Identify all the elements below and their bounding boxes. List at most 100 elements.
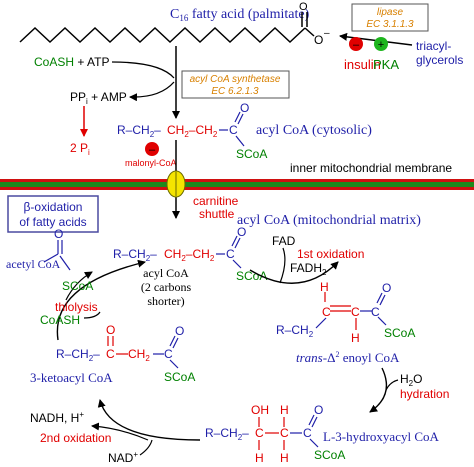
- svg-text:O: O: [175, 324, 184, 338]
- svg-text:C: C: [322, 305, 331, 319]
- carnitine-shuttle-label-2: shuttle: [199, 207, 235, 221]
- svg-text:CH2–CH2: CH2–CH2: [167, 123, 218, 139]
- malonyl-coa-inhibit-sign: –: [149, 144, 156, 156]
- svg-text:O: O: [54, 227, 63, 241]
- svg-text:SCoA: SCoA: [62, 279, 93, 293]
- nadh-label: NADH, H+: [30, 410, 84, 425]
- svg-text:C: C: [280, 426, 289, 440]
- insulin-inhibit-icon: [349, 37, 363, 51]
- synthetase-box: [181, 70, 290, 99]
- triacylglycerols-label-1: triacyl-: [416, 39, 451, 53]
- svg-text:SCoA: SCoA: [314, 448, 345, 462]
- svg-text:SCoA: SCoA: [236, 147, 267, 161]
- svg-text:C: C: [106, 347, 115, 361]
- carboxyl-oxygen-top: O: [299, 1, 308, 13]
- svg-text:O: O: [382, 281, 391, 295]
- insulin-label: insulin: [344, 57, 381, 72]
- enoyl-coa-label: trans-Δ2 enoyl CoA: [296, 350, 400, 365]
- pka-label: PKA: [373, 57, 399, 72]
- svg-text:R–CH2–: R–CH2–: [117, 123, 161, 139]
- carboxyl-single-bond: [304, 27, 315, 37]
- svg-text:CH2: CH2: [128, 347, 150, 363]
- svg-text:SCoA: SCoA: [236, 269, 267, 283]
- fadh2-label: FADH2: [290, 261, 327, 277]
- palmitate-zigzag-chain: [19, 26, 306, 44]
- two-pi-label: 2 Pi: [70, 141, 90, 157]
- thiolysis-arrow: [56, 259, 146, 341]
- membrane-label: inner mitochondrial membrane: [290, 161, 452, 175]
- hydroxyacyl-coa-label: L-3-hydroxyacyl CoA: [323, 429, 440, 444]
- insulin-inhibit-sign: –: [353, 39, 360, 51]
- acyl-coa-cytosolic-label: acyl CoA (cytosolic): [256, 123, 372, 138]
- carboxylate-charge: –: [324, 28, 330, 39]
- malonyl-coa-label: malonyl-CoA: [125, 158, 177, 168]
- carnitine-shuttle-label-1: carnitine: [193, 194, 239, 208]
- svg-text:H: H: [320, 280, 329, 294]
- synthetase-label: acyl CoA synthetase: [190, 74, 281, 85]
- nad-label: NAD+: [108, 450, 138, 465]
- beta-oxidation-title-2: of fatty acids: [19, 215, 86, 229]
- thiolysis-label: thiolysis: [55, 300, 98, 314]
- ketoacyl-coa-label: 3-ketoacyl CoA: [30, 370, 113, 385]
- carboxylate-oxygen: O: [314, 33, 323, 47]
- svg-text:H: H: [351, 331, 360, 345]
- svg-text:H: H: [280, 403, 289, 417]
- acyl-coa-shorter-3: shorter): [147, 294, 184, 308]
- second-oxidation-label: 2nd oxidation: [40, 431, 111, 445]
- coash-label: CoASH: [40, 313, 80, 327]
- acetyl-coa-label: acetyl CoA: [6, 257, 61, 271]
- acyl-coa-matrix-label: acyl CoA (mitochondrial matrix): [237, 213, 421, 228]
- lipase-ec: EC 3.1.1.3: [366, 19, 414, 30]
- ppi-amp-output-arrow: [129, 81, 175, 102]
- fad-label: FAD: [272, 234, 296, 248]
- triacylglycerols-label-2: glycerols: [416, 53, 463, 67]
- svg-text:C: C: [303, 426, 312, 440]
- svg-text:C: C: [226, 247, 235, 261]
- fad-input-arrow: [279, 247, 286, 284]
- pka-activate-sign: +: [378, 39, 384, 51]
- svg-text:C: C: [351, 305, 360, 319]
- svg-text:R–CH2–: R–CH2–: [205, 426, 249, 442]
- nad-input-arrow: [139, 439, 153, 456]
- enoyl-coa-structure: R–CH2 C H C H C O SCoA: [276, 280, 415, 345]
- h2o-input-arrow: [385, 379, 399, 391]
- palmitate-label: C16 fatty acid (palmitate): [170, 7, 310, 23]
- lipase-label: lipase: [377, 7, 404, 18]
- nadh-output-arrow: [91, 422, 149, 441]
- acyl-coa-matrix-structure: R–CH2– CH2–CH2 C O SCoA: [113, 225, 267, 283]
- acyl-coa-shorter-2: (2 carbons: [141, 280, 192, 294]
- svg-text:O: O: [314, 403, 323, 417]
- hydration-label: hydration: [400, 387, 449, 401]
- membrane-inner-layer: [0, 187, 474, 190]
- svg-text:SCoA: SCoA: [384, 326, 415, 340]
- first-oxidation-label: 1st oxidation: [297, 247, 364, 261]
- synthetase-ec: EC 6.2.1.3: [211, 86, 259, 97]
- svg-text:SCoA: SCoA: [164, 370, 195, 384]
- svg-text:O: O: [106, 323, 115, 337]
- hydration-arrow: [369, 367, 388, 413]
- svg-text:R–CH2–: R–CH2–: [56, 347, 100, 363]
- coash-input-arrow: [83, 311, 101, 319]
- malonyl-coa-inhibit-icon: [145, 142, 159, 156]
- coash-atp-label: CoASH + ATP: [34, 55, 109, 69]
- svg-text:OH: OH: [251, 403, 269, 417]
- coash-atp-input-arrow: [111, 61, 175, 79]
- svg-text:C: C: [371, 305, 380, 319]
- svg-text:R–CH2–: R–CH2–: [113, 247, 157, 263]
- second-oxidation-arrow: [97, 399, 201, 441]
- svg-text:H: H: [255, 451, 264, 465]
- acyl-coa-shorter-1: acyl CoA: [143, 266, 189, 280]
- svg-text:O: O: [240, 101, 249, 115]
- h2o-label: H2O: [400, 372, 422, 388]
- first-oxidation-arrow: [249, 261, 339, 284]
- hydroxyacyl-coa-structure: R–CH2– C OH H C H H C O SCoA: [205, 403, 345, 465]
- svg-text:CH2–CH2: CH2–CH2: [164, 247, 215, 263]
- beta-oxidation-title-box: [7, 195, 99, 233]
- pka-activate-icon: [374, 37, 388, 51]
- membrane-outer-layer: [0, 179, 474, 182]
- svg-text:C: C: [255, 426, 264, 440]
- svg-text:C: C: [229, 123, 238, 137]
- svg-text:O: O: [237, 225, 246, 239]
- acetyl-coa-output-arrow: [65, 271, 93, 301]
